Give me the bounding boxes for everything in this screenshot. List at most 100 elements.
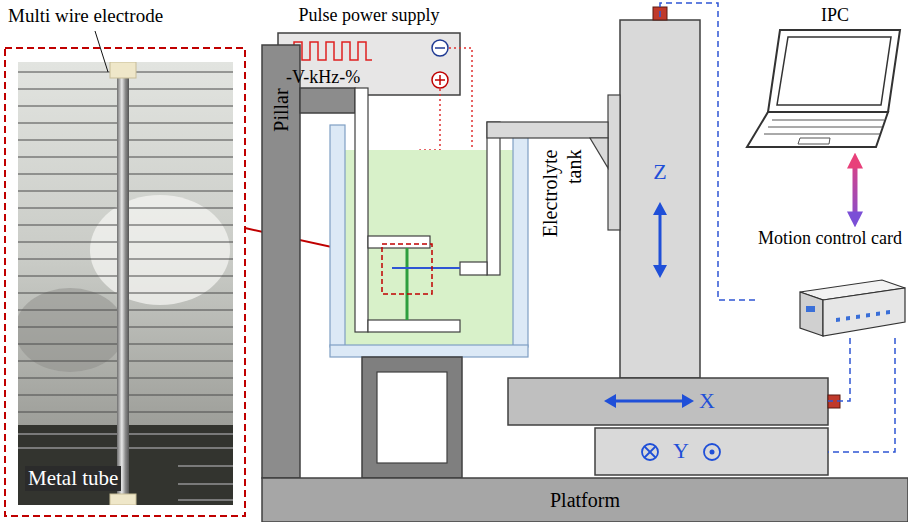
device-heading-slot: IPC (800, 5, 870, 27)
photo-inset-picture-part-part (110, 62, 136, 78)
electrolyte-tank-drawing-part (330, 345, 528, 357)
power-supply-drawing-part (432, 40, 448, 56)
photo-inset-picture-part-part (117, 62, 129, 505)
control-signal-line (660, 3, 755, 300)
x-axis-drawing-part (604, 394, 616, 408)
control-card-icon (800, 280, 905, 336)
laptop-icon-part (747, 112, 888, 147)
power-supply-drawing-part (432, 72, 448, 88)
electrolyte-tank-drawing-part (355, 88, 368, 332)
photo-inset-picture-part (95, 31, 108, 72)
inset-heading-slot: Multi wire electrode (8, 5, 244, 28)
photo-inset-picture-part (18, 62, 233, 505)
z-axis-drawing-part (620, 20, 700, 378)
z-axis-drawing-part (653, 202, 667, 215)
photo-inset-picture-part-part (110, 494, 136, 505)
pillar: Pillar (262, 45, 300, 478)
x-axis-drawing-part (682, 394, 694, 408)
device-heading-slot: Motion control card (755, 228, 905, 250)
electrolyte-tank-drawing-part (460, 262, 487, 275)
data-link-arrow (853, 167, 858, 213)
power-supply: Pulse power supply -V-kHz-% (278, 5, 460, 95)
photo-inset-picture-part-part (18, 62, 233, 505)
electrolyte-tank-drawing-part (362, 357, 462, 478)
y-axis-drawing-part (645, 447, 656, 458)
z-axis-drawing-part (608, 95, 620, 230)
part-name: Platform (550, 488, 620, 512)
electrolyte-tank-drawing-part (487, 122, 500, 275)
control-card-icon-part (823, 288, 905, 336)
part-name: Electrolyte tank (537, 150, 585, 255)
axis-letter-slot: Z (640, 159, 680, 185)
laptop-icon-part (798, 138, 830, 144)
electrolyte-tank-drawing-part (392, 267, 460, 269)
y-axis-drawing-part (710, 450, 715, 455)
inset-heading: Multi wire electrode (8, 5, 163, 28)
photo-inset-picture (5, 31, 382, 516)
electrolyte-tank-drawing-part (330, 125, 345, 347)
axis-letter: Z (653, 159, 666, 185)
setting-text: -V-kHz-% (286, 67, 360, 89)
x-axis-slide: X (508, 378, 828, 425)
z-axis-drawing-part (590, 138, 608, 168)
y-axis-drawing-part (645, 447, 656, 458)
part-name-slot: Pillar (269, 60, 293, 160)
axis-letter: Y (673, 438, 689, 464)
z-axis-drawing-part (487, 122, 608, 138)
axis-letter: X (699, 388, 715, 414)
power-supply-drawing-part (435, 47, 445, 49)
photo-inset: Multi wire electrodeMetal tube (5, 5, 245, 516)
photo-inset-picture-part-part (90, 195, 230, 305)
electrolyte-tank-drawing-part (513, 125, 528, 347)
x-axis-drawing-part (614, 400, 684, 403)
setting-text-slot: -V-kHz-% (286, 67, 406, 89)
z-axis-drawing-part (659, 213, 662, 267)
photo-label: Metal tube (25, 466, 121, 491)
electrolyte-tank-drawing-part (368, 320, 460, 332)
part-name-slot: Platform (535, 488, 635, 512)
z-axis-column: Z (620, 20, 700, 378)
control-signal-line (828, 338, 850, 401)
label-slot: Electrolyte tank (537, 150, 585, 255)
electrolyte-tank-drawing-part (377, 372, 447, 463)
pillar-drawing-part (262, 45, 300, 478)
photo-inset-picture-part-part (18, 288, 125, 372)
laptop-icon-part (768, 30, 900, 112)
platform-drawing-part (262, 478, 908, 522)
motion-control-card: Motion control card (755, 228, 905, 338)
y-axis-drawing-part (642, 444, 658, 460)
part-name: Pillar (269, 88, 293, 131)
y-axis-stage: Y (595, 428, 828, 475)
electrolyte-tank-drawing-part (368, 236, 430, 248)
device-heading-slot: Pulse power supply (278, 5, 460, 27)
axis-letter-slot: Y (666, 438, 696, 464)
z-axis-drawing-part (653, 265, 667, 278)
z-axis-drawing (487, 7, 700, 378)
laptop-icon (747, 30, 900, 147)
electrolyte-tank-drawing-part (406, 248, 409, 320)
photo-label-slot: Metal tube (25, 466, 165, 491)
pillar-drawing (262, 45, 355, 478)
axis-letter-slot: X (692, 388, 722, 414)
photo-inset-picture-part (5, 48, 245, 516)
pillar-drawing-part (300, 88, 355, 113)
laptop-icon-part (764, 120, 884, 134)
x-axis-drawing-part (508, 378, 828, 425)
control-card-icon-part (806, 306, 815, 312)
control-card-icon-part (800, 292, 823, 336)
electrolyte-tank-drawing (330, 88, 528, 478)
control-card-icon-part (836, 310, 890, 322)
y-axis-drawing-part (704, 444, 720, 460)
platform-drawing (262, 478, 908, 522)
x-axis-drawing (508, 378, 840, 425)
y-axis-drawing-part (595, 428, 828, 475)
laptop-icon-part (777, 37, 891, 105)
power-supply-drawing-part (278, 33, 460, 95)
device-heading: Pulse power supply (299, 5, 440, 27)
device-heading: IPC (821, 5, 849, 27)
y-axis-drawing (595, 428, 828, 475)
